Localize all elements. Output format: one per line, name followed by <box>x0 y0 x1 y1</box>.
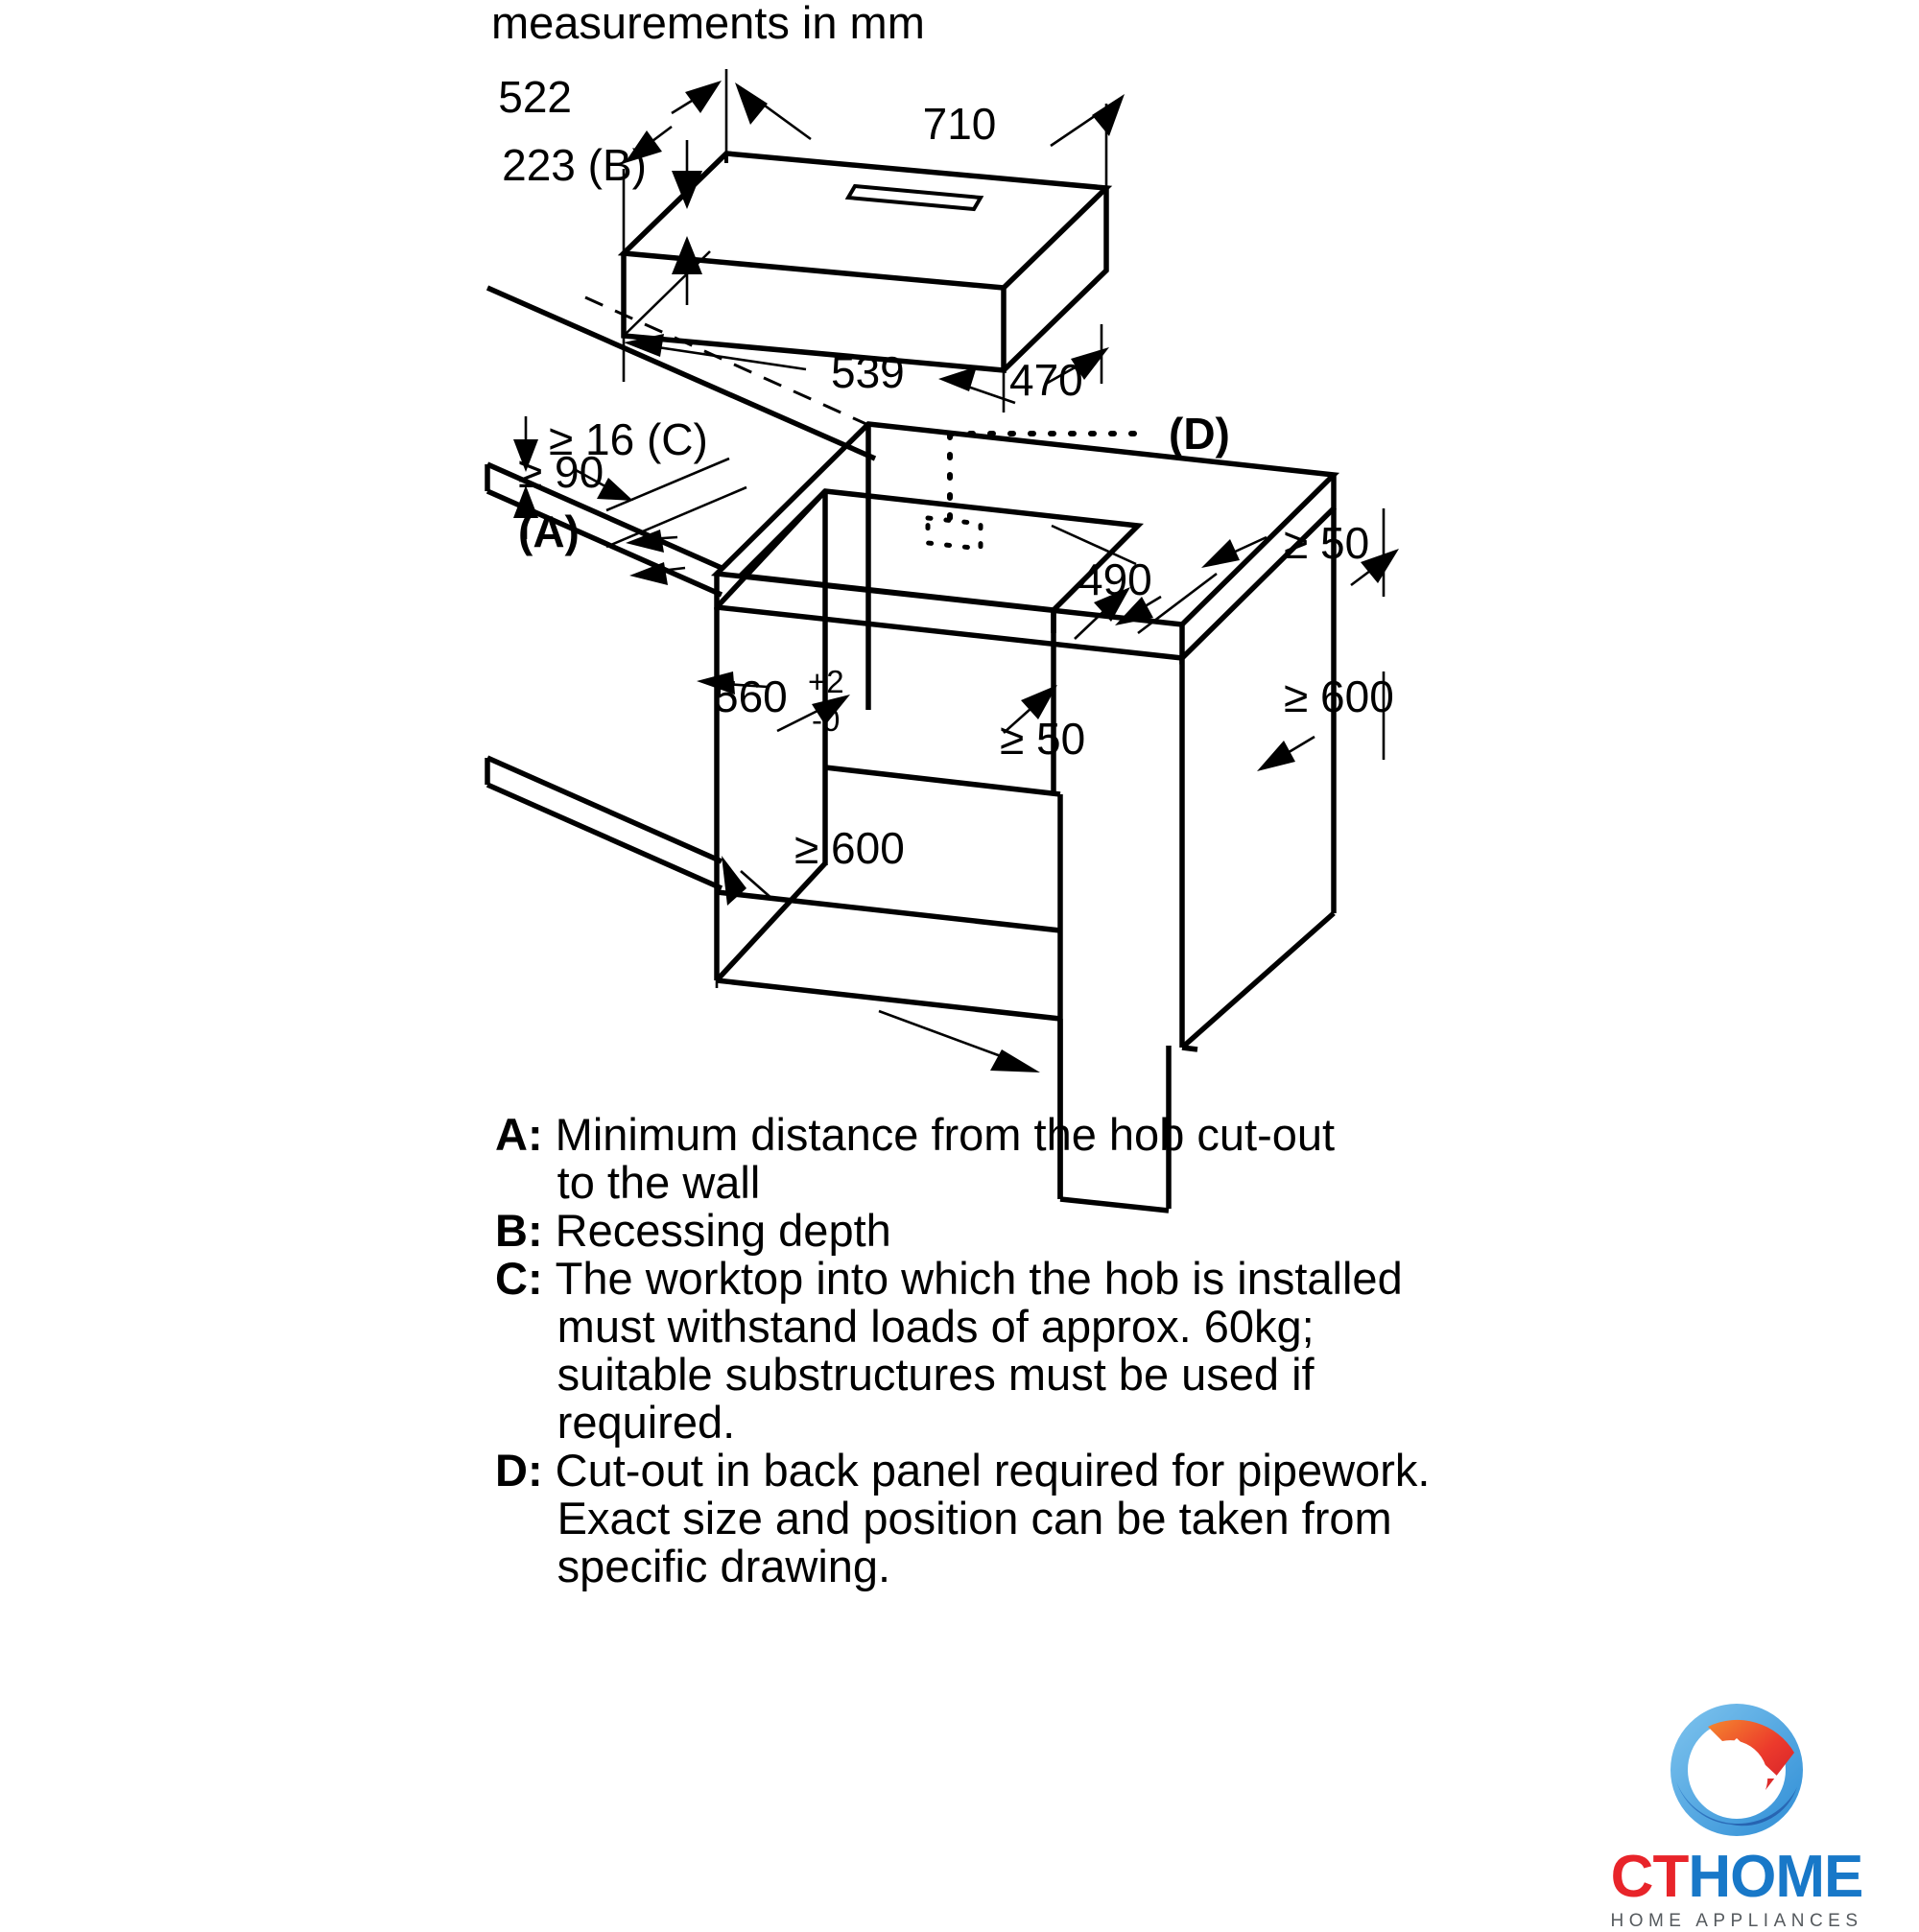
dim-label-710: 710 <box>923 99 997 149</box>
projection-line <box>584 295 869 427</box>
logo-wordmark: CTHOME <box>1574 1848 1900 1907</box>
legend-key-D: D <box>495 1445 528 1496</box>
hob-body-right <box>1002 188 1109 372</box>
legend-item-C: C: The worktop into which the hob is ins… <box>495 1255 1503 1447</box>
wall-slab-lower <box>485 755 723 891</box>
dim-label-539: 539 <box>831 347 905 397</box>
dim-label-223-B: 223 (B) <box>502 140 647 190</box>
dim-490: 490 <box>1051 524 1218 640</box>
hob-body-front <box>621 253 1007 374</box>
dim-539: 539 <box>622 313 905 397</box>
dim-50-rear: ≥ 50 <box>1201 518 1369 568</box>
dim-560: 560 +2 -0 <box>697 618 850 738</box>
dim-label-522: 522 <box>498 72 572 122</box>
dim-label-D: (D) <box>1169 409 1230 459</box>
legend-body-A: Minimum distance from the hob cut-out to… <box>556 1111 1503 1207</box>
dim-label-600-bottom: ≥ 600 <box>794 823 905 873</box>
heading-measurements-in-mm: measurements in mm <box>491 0 925 48</box>
dim-522: 522 <box>498 69 728 261</box>
logo-word-ct: CT <box>1610 1844 1690 1910</box>
dim-90-A: ≥ 90 (A) <box>518 447 747 585</box>
legend-line: The worktop into which the hob is instal… <box>555 1253 1403 1304</box>
legend-body-D: Cut-out in back panel required for pipew… <box>556 1447 1503 1590</box>
hob-ventilation-slot <box>844 183 984 212</box>
dim-label-16-C: ≥ 16 (C) <box>549 414 708 464</box>
legend-line: Minimum distance from the hob cut-out <box>555 1109 1336 1160</box>
logo-tagline: HOME APPLIANCES <box>1610 1911 1863 1931</box>
dim-label-50-side: ≥ 50 <box>1000 714 1085 764</box>
dim-470: 470 <box>938 324 1109 412</box>
legend-key-A: A <box>495 1109 528 1160</box>
legend-block: A: Minimum distance from the hob cut-out… <box>495 1111 1503 1590</box>
dim-label-90: ≥ 90 <box>518 447 604 497</box>
legend-line: must withstand loads of approx. 60kg; <box>557 1301 1315 1352</box>
cabinet <box>714 424 1337 1213</box>
house-circle-swoosh-icon <box>1670 1704 1803 1836</box>
dim-16-C: ≥ 16 (C) <box>513 414 708 539</box>
legend-line: suitable substructures must be used if <box>557 1349 1315 1400</box>
dim-710: 710 <box>735 82 1125 196</box>
dim-label-50-rear: ≥ 50 <box>1284 518 1369 568</box>
dim-label-560: 560 <box>714 671 788 721</box>
legend-body-B: Recessing depth <box>556 1207 1503 1255</box>
dim-50-side: ≥ 50 <box>1000 685 1085 764</box>
dim-600-right: ≥ 600 <box>1257 508 1399 771</box>
dim-label-560-tol-upper: +2 <box>808 664 844 699</box>
dim-223-B: 223 (B) <box>502 140 711 337</box>
worktop-top-surface <box>710 421 1340 627</box>
legend-line: Recessing depth <box>555 1205 891 1256</box>
back-panel-cutout: (D) <box>925 409 1230 552</box>
dim-600-bottom: ≥ 600 <box>715 614 1040 1072</box>
legend-line: required. <box>557 1397 736 1448</box>
dim-label-A: (A) <box>518 507 580 556</box>
legend-line: Exact size and position can be taken fro… <box>557 1493 1392 1543</box>
legend-body-C: The worktop into which the hob is instal… <box>556 1255 1503 1447</box>
legend-key-C: C <box>495 1253 528 1304</box>
dim-label-490: 490 <box>1078 554 1152 604</box>
dim-label-600-right: ≥ 600 <box>1284 671 1394 721</box>
dim-label-470: 470 <box>1009 355 1083 405</box>
legend-item-B: B: Recessing depth <box>495 1207 1503 1255</box>
worktop-edge-right <box>1179 475 1337 665</box>
legend-line: to the wall <box>557 1157 761 1208</box>
back-panel-cutout-shape <box>925 515 983 552</box>
legend-line: specific drawing. <box>557 1541 891 1591</box>
legend-item-A: A: Minimum distance from the hob cut-out… <box>495 1111 1503 1207</box>
legend-key-B: B <box>495 1205 528 1256</box>
legend-item-D: D: Cut-out in back panel required for pi… <box>495 1447 1503 1590</box>
worktop <box>710 421 1340 665</box>
logo-word-home: HOME <box>1688 1844 1863 1910</box>
dim-label-560-tol-lower: -0 <box>812 702 840 738</box>
legend-line: Cut-out in back panel required for pipew… <box>555 1445 1431 1496</box>
cthome-logo: CTHOME HOME APPLIANCES <box>1574 1698 1900 1932</box>
